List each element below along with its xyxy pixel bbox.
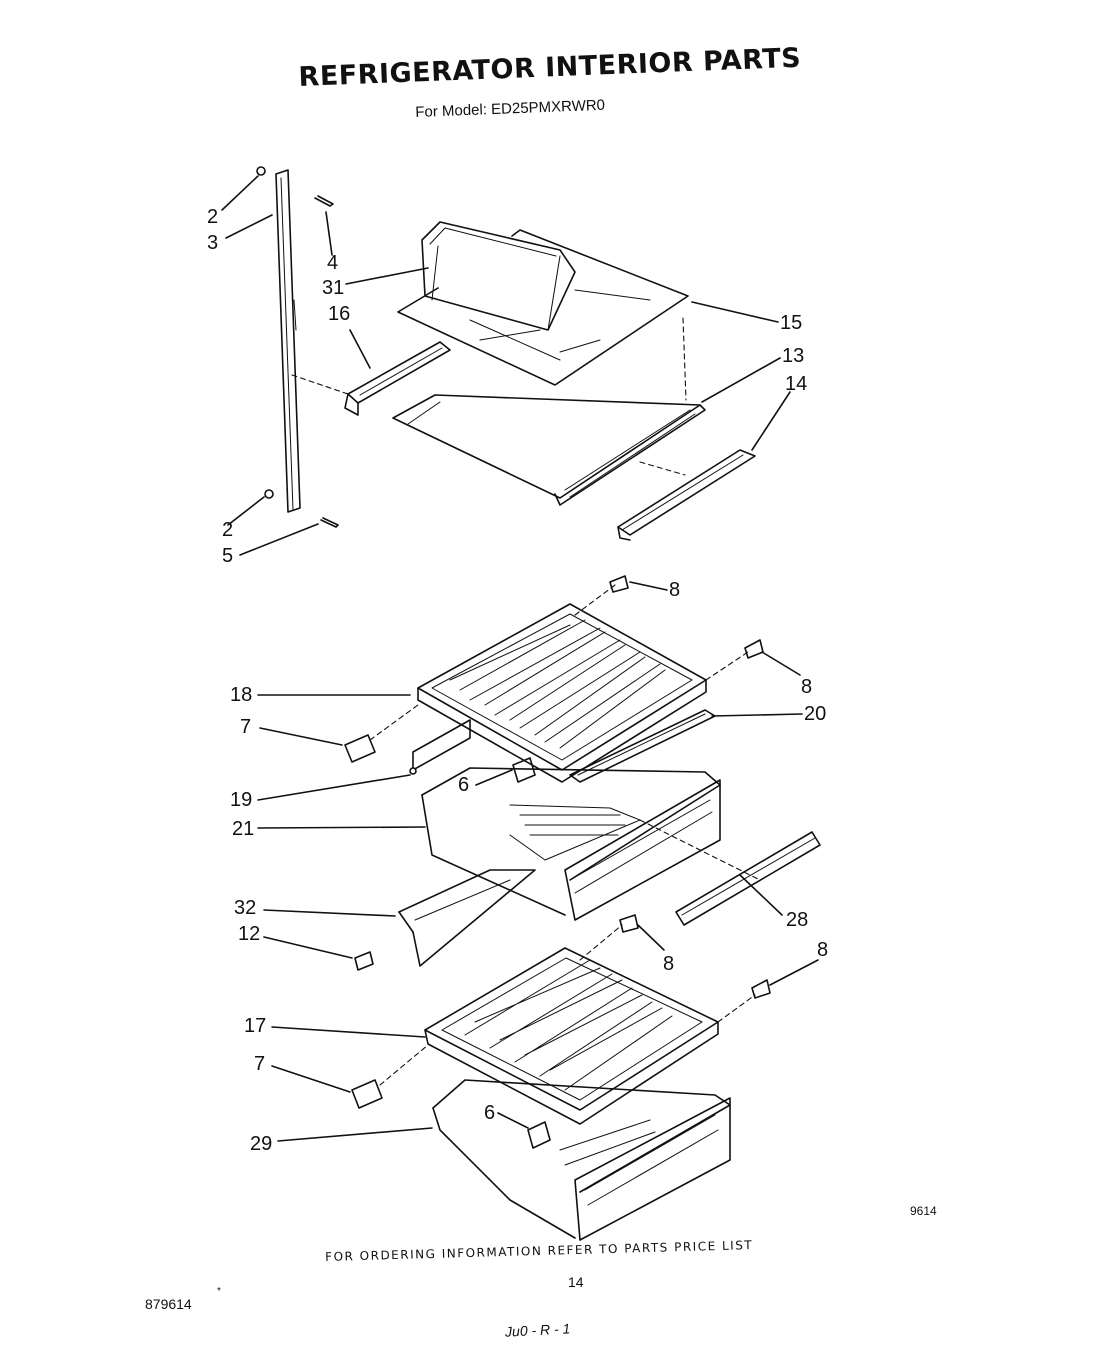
callout-2-lower: 2 [222,519,234,541]
pin-12 [354,951,374,971]
callout-16: 16 [328,303,351,325]
rail-19 [409,719,471,775]
callout-28: 28 [786,909,809,931]
callout-6-b: 6 [484,1102,496,1124]
callout-8-b: 8 [801,676,813,698]
callout-12: 12 [238,923,261,945]
shelf-support-rail [275,169,301,513]
figure-code: 9614 [910,1204,937,1218]
leader-lines [221,175,819,1142]
callout-7-a: 7 [240,716,252,738]
callout-5: 5 [222,545,234,567]
callout-15: 15 [780,312,803,334]
callout-32: 32 [234,897,257,919]
page-number: 14 [568,1274,584,1290]
asterisk-mark: * [217,1286,221,1297]
upper-shelf-18 [417,603,707,783]
brackets-7 [344,734,383,1109]
front-trim-14 [617,449,756,541]
callout-8-c: 8 [663,953,675,975]
callout-7-b: 7 [254,1053,266,1075]
crisper-drawer-21 [421,767,721,921]
handwritten-note: Ju0 - R - 1 [504,1320,571,1340]
callout-17: 17 [244,1015,267,1037]
callout-20: 20 [804,703,827,725]
lower-drawer-29 [432,1079,731,1241]
deli-bin-31 [421,221,576,331]
callout-8-a: 8 [669,579,681,601]
callout-4: 4 [327,252,339,274]
callout-31: 31 [322,277,345,299]
front-trim-28 [675,831,821,926]
callout-21: 21 [232,818,255,840]
callout-14: 14 [785,373,808,395]
screws [256,166,339,528]
callout-3: 3 [207,232,219,254]
shelf-rail-16 [344,341,451,416]
cover-32 [398,869,536,967]
part-code: 879614 [145,1296,192,1312]
callout-13: 13 [782,345,805,367]
callout-8-d: 8 [817,939,829,961]
glass-shelf-15 [397,229,689,386]
shelf-frame-13 [392,394,706,506]
callout-6-a: 6 [458,774,470,796]
callout-18: 18 [230,684,253,706]
callout-2: 2 [207,206,219,228]
callout-19: 19 [230,789,253,811]
callout-29: 29 [250,1133,273,1155]
lower-shelf-17 [424,947,719,1125]
clips-6 [512,757,551,1149]
